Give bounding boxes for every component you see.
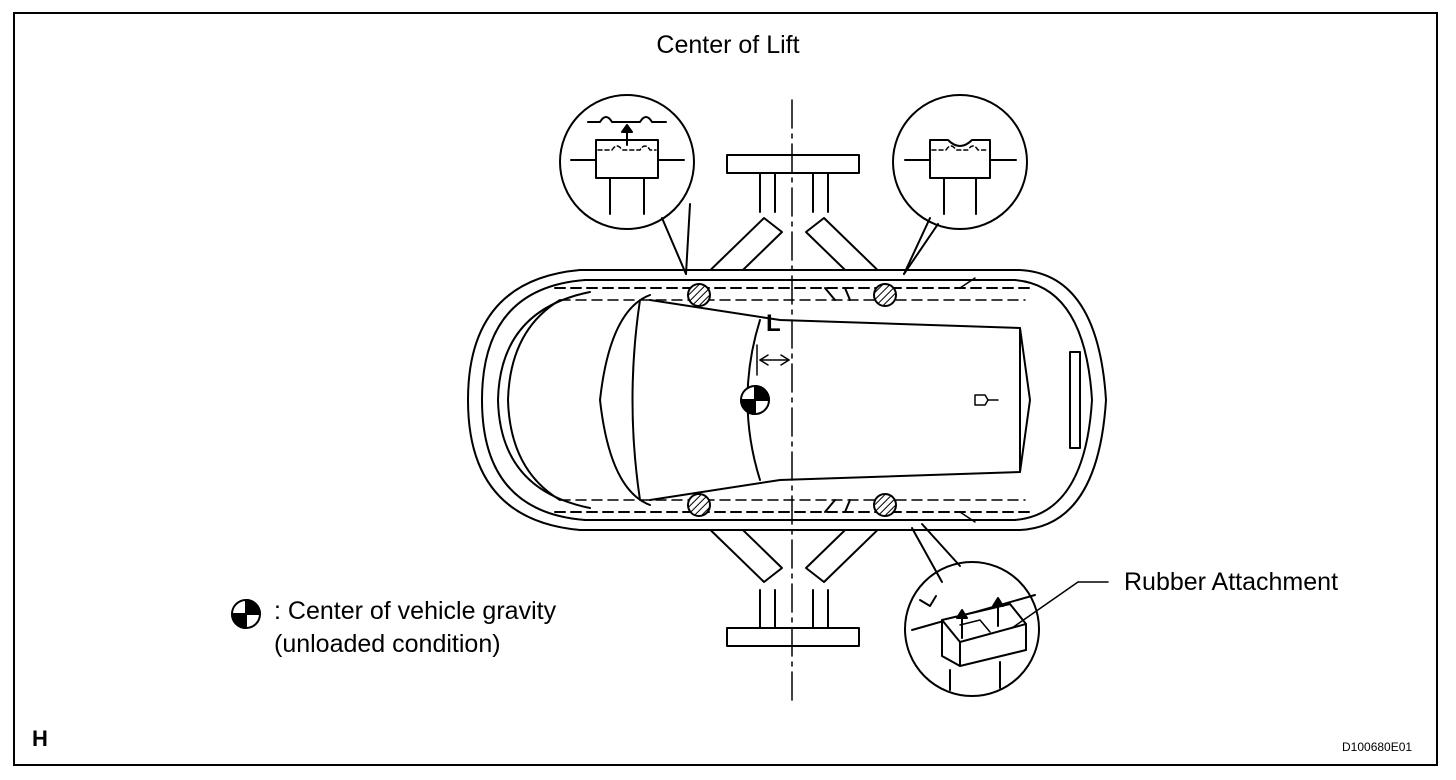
- legend-line-2: (unloaded condition): [274, 630, 501, 658]
- center-of-gravity-icon: [740, 385, 770, 415]
- figure-code: D100680E01: [1342, 740, 1413, 754]
- rubber-attachment-label: Rubber Attachment: [1124, 568, 1339, 596]
- dimension-L-marker: [756, 344, 790, 376]
- detail-circle-front: [559, 94, 695, 275]
- legend-center-of-gravity-icon: [231, 599, 261, 629]
- diagram-title: Center of Lift: [656, 31, 800, 59]
- detail-circle-rubber-attachment: [904, 523, 1040, 697]
- lift-bottom-post: [726, 589, 860, 647]
- vehicle-body: [467, 269, 1107, 531]
- legend-line-1: : Center of vehicle gravity: [274, 597, 557, 625]
- figure-frame: [13, 12, 1438, 766]
- detail-circle-rear: [892, 94, 1028, 275]
- dimension-label: L: [766, 310, 781, 337]
- corner-letter: H: [32, 726, 48, 751]
- lift-pad-front-right: [687, 493, 711, 517]
- lift-top-post: [726, 154, 860, 213]
- lift-pad-rear-right: [873, 493, 897, 517]
- lift-pad-front-left: [687, 283, 711, 307]
- lift-pad-rear-left: [873, 283, 897, 307]
- rubber-attachment-leader-diag: [1011, 581, 1079, 629]
